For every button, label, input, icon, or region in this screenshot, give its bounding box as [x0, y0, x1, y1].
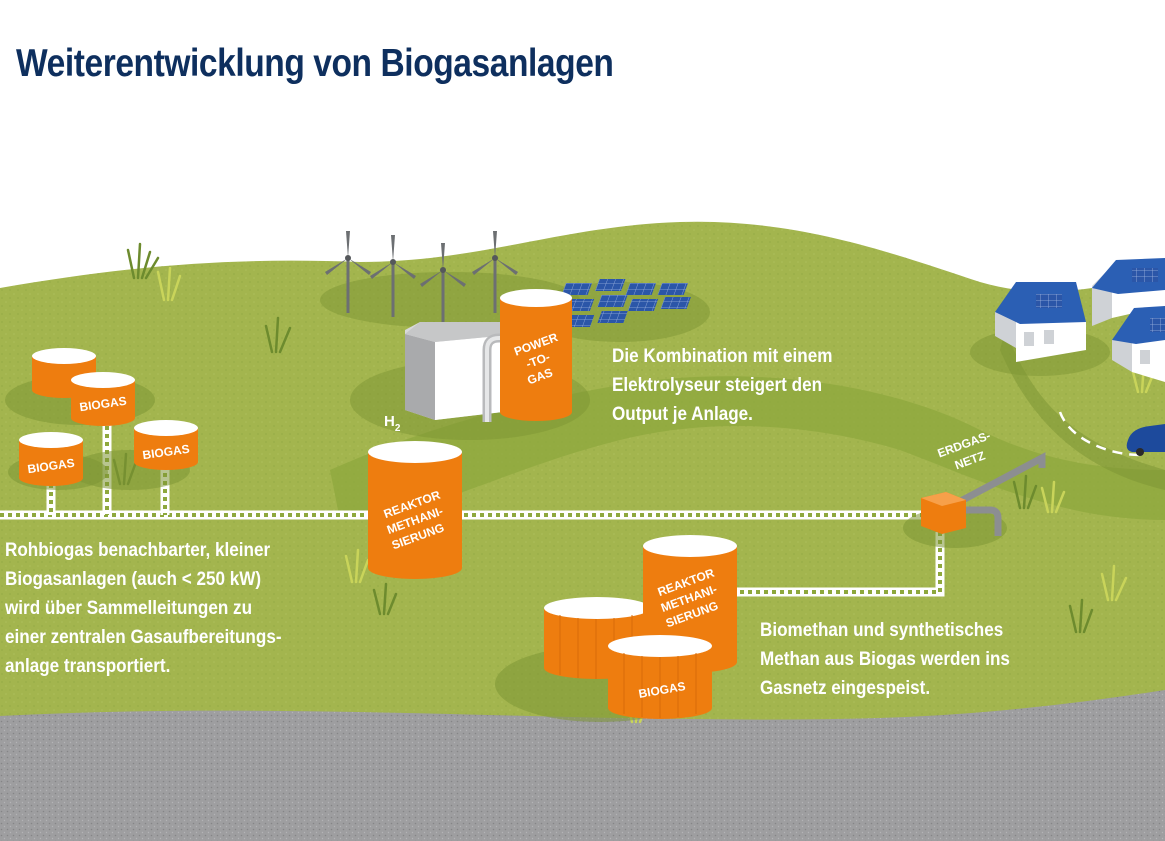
- house-3: [1112, 306, 1165, 382]
- note-collection-line: Biogasanlagen (auch < 250 kW): [5, 569, 262, 590]
- biogas-tank-2: BIOGAS: [71, 372, 135, 426]
- h2-label: H2: [384, 413, 401, 434]
- house-1: [995, 282, 1086, 362]
- note-collection: Rohbiogas benachbarter, kleiner Biogasan…: [5, 536, 282, 681]
- biogas-tank-3: BIOGAS: [134, 420, 198, 470]
- note-grid-line: Gasnetz eingespeist.: [760, 678, 931, 699]
- lower-biogas-tank: BIOGAS: [608, 635, 712, 719]
- page-title: Weiterentwicklung von Biogasanlagen: [16, 42, 614, 85]
- note-grid: Biomethan und synthetisches Methan aus B…: [760, 616, 1010, 703]
- note-electrolyser-line: Output je Anlage.: [612, 404, 753, 425]
- tank-label-biogas: BIOGAS: [142, 442, 191, 462]
- tank-label-biogas: BIOGAS: [27, 456, 76, 476]
- note-grid-line: Methan aus Biogas werden ins: [760, 649, 1010, 670]
- power-to-gas-tank: POWER -TO- GAS: [500, 289, 572, 421]
- car: [1126, 424, 1165, 456]
- note-electrolyser-line: Die Kombination mit einem: [612, 346, 833, 367]
- tank-label-biogas: BIOGAS: [79, 394, 128, 414]
- grass-tufts: [112, 242, 1156, 724]
- grid-connection: ERDGAS- NETZ: [903, 428, 1046, 548]
- house-2: [1092, 258, 1165, 326]
- central-reactor: H2 REAKTOR METHANI- SIERUNG: [368, 413, 462, 579]
- biogas-tank-4: BIOGAS: [19, 432, 83, 486]
- solar-panels: [530, 279, 710, 342]
- road: [1058, 411, 1141, 457]
- power-to-gas-plant: POWER -TO- GAS: [350, 289, 590, 440]
- landscape: [0, 221, 1165, 841]
- small-biogas-plants: BIOGAS BIOGAS BIOGAS: [5, 348, 198, 490]
- note-collection-line: wird über Sammelleitungen zu: [5, 598, 253, 619]
- note-collection-line: anlage transportiert.: [5, 656, 171, 677]
- note-collection-line: Rohbiogas benachbarter, kleiner: [5, 540, 271, 561]
- electrolyser-pipe: [482, 333, 510, 422]
- note-electrolyser-line: Elektrolyseur steigert den: [612, 375, 823, 396]
- note-collection-line: einer zentralen Gasaufbereitungs-: [5, 627, 282, 648]
- note-electrolyser: Die Kombination mit einem Elektrolyseur …: [612, 342, 832, 429]
- note-grid-line: Biomethan und synthetisches: [760, 620, 1004, 641]
- lower-plant: REAKTOR METHANI- SIERUNG BIOGAS: [495, 535, 737, 722]
- houses: [970, 258, 1165, 456]
